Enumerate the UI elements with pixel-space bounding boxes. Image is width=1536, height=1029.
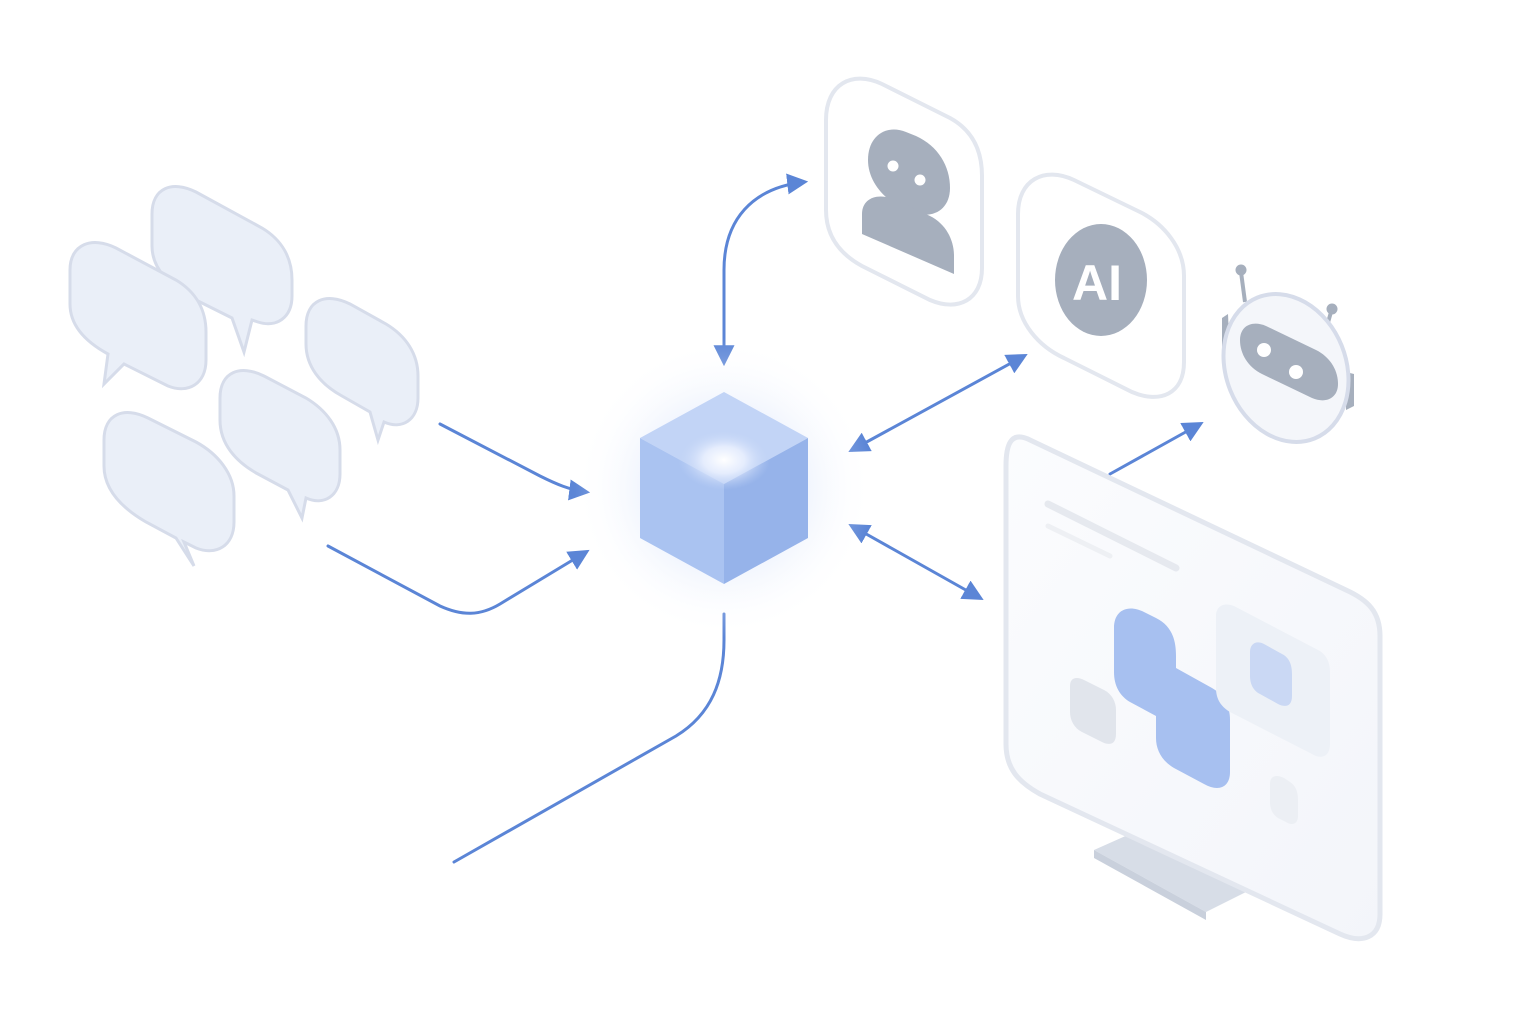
dashboard-subtitle-bar xyxy=(1045,523,1113,559)
user-avatar-panel xyxy=(824,76,984,307)
input-arrow-3 xyxy=(452,612,726,864)
ai-badge-label: AI xyxy=(1072,255,1122,311)
chat-bubble-icon xyxy=(102,411,236,567)
connectors xyxy=(326,173,1204,864)
monitor-arrow xyxy=(848,523,984,601)
robot-icon xyxy=(1221,264,1354,444)
user-avatar-icon xyxy=(862,129,954,274)
dashboard-small-tile xyxy=(1270,776,1298,824)
robot-arrow xyxy=(1108,421,1204,476)
central-cube xyxy=(574,338,874,638)
dashboard-title-bar xyxy=(1044,500,1180,572)
chat-bubble-icon xyxy=(68,241,208,391)
ai-arrow xyxy=(848,353,1028,453)
monitor-dashboard xyxy=(1003,434,1383,942)
dashboard-main-card xyxy=(1114,608,1230,788)
chat-bubbles-group xyxy=(68,185,420,567)
input-arrow-2 xyxy=(326,544,590,615)
chat-bubble-icon xyxy=(304,297,420,446)
dashboard-side-highlight xyxy=(1250,642,1292,706)
chat-bubble-icon xyxy=(218,369,342,523)
ai-panel: AI xyxy=(1016,172,1186,399)
avatar-arrow xyxy=(713,173,809,367)
dashboard-left-tile xyxy=(1070,678,1116,744)
input-arrow-1 xyxy=(438,422,591,501)
ai-badge-icon: AI xyxy=(1055,224,1147,336)
